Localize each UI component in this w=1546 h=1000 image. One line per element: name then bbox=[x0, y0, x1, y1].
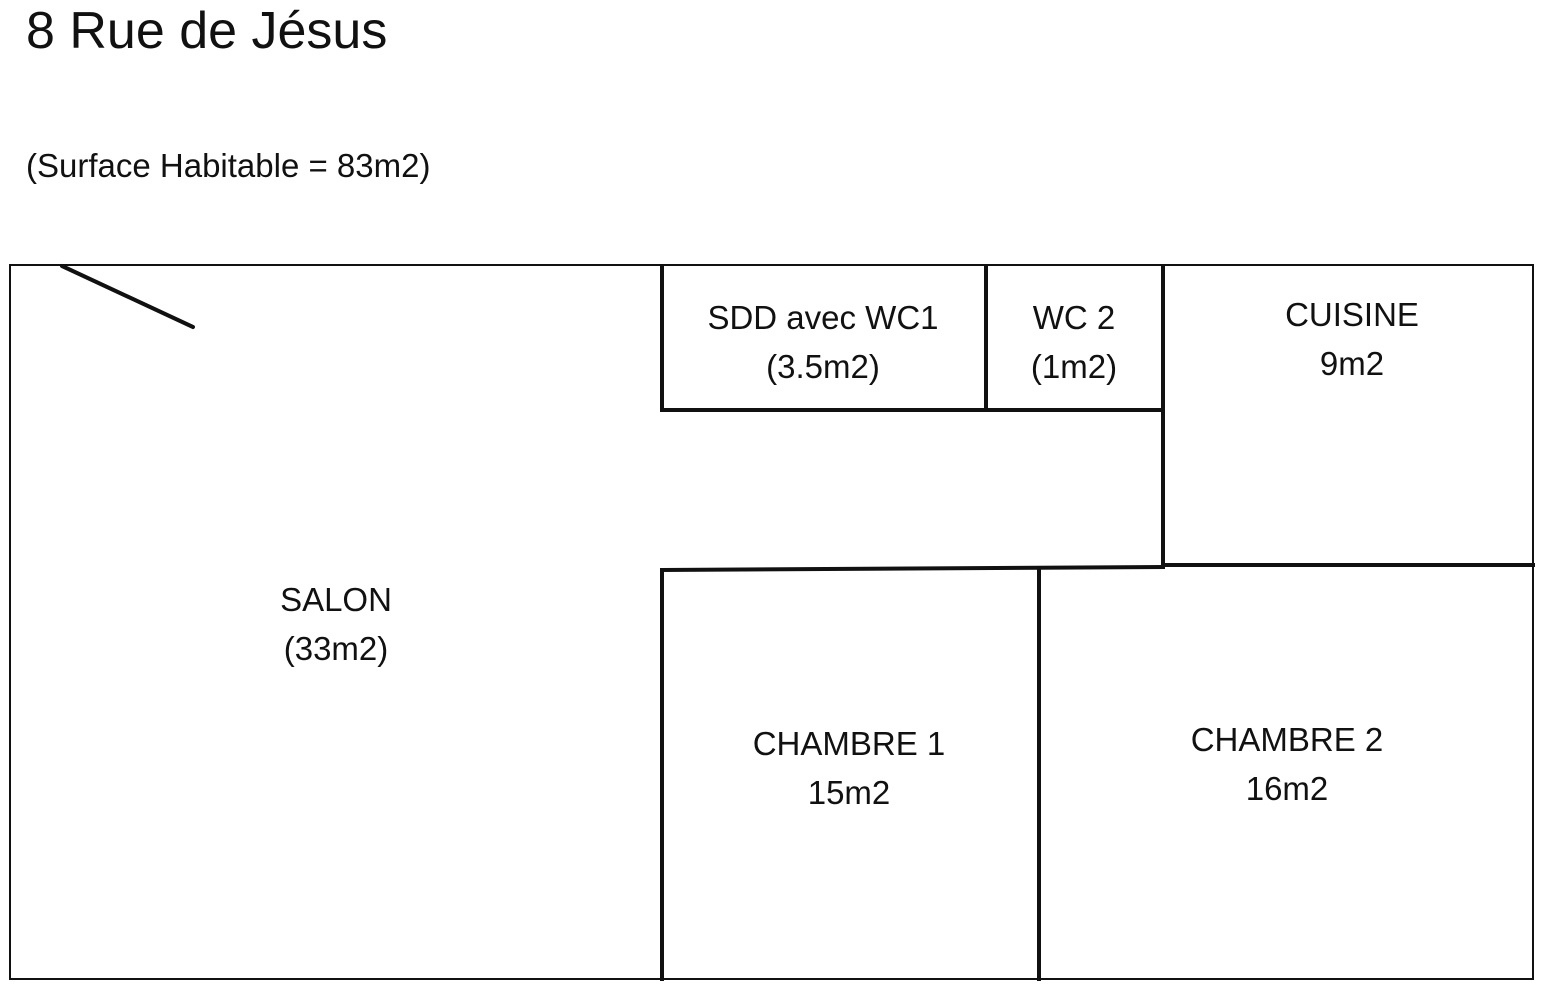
room-salon-area: (33m2) bbox=[283, 630, 389, 667]
room-sdd-area: (3.5m2) bbox=[766, 348, 880, 385]
room-chambre1-name: CHAMBRE 1 bbox=[752, 725, 946, 762]
outer-wall bbox=[9, 264, 1534, 980]
living-area-subtitle: (Surface Habitable = 83m2) bbox=[26, 147, 431, 184]
room-cuisine-area: 9m2 bbox=[1319, 345, 1385, 382]
room-wc2-area: (1m2) bbox=[1030, 348, 1118, 385]
room-sdd: SDD avec WC1 (3.5m2) bbox=[707, 293, 938, 391]
room-salon: SALON (33m2) bbox=[280, 575, 392, 673]
room-wc2-name: WC 2 bbox=[1032, 299, 1116, 336]
room-chambre2: CHAMBRE 2 16m2 bbox=[1191, 715, 1384, 813]
room-sdd-name: SDD avec WC1 bbox=[707, 299, 939, 336]
wall-chambres-top bbox=[659, 564, 1166, 573]
room-salon-name: SALON bbox=[280, 581, 392, 618]
room-cuisine-name: CUISINE bbox=[1285, 296, 1419, 333]
room-chambre1: CHAMBRE 1 15m2 bbox=[753, 719, 946, 817]
room-cuisine: CUISINE 9m2 bbox=[1285, 290, 1419, 388]
plan-title: 8 Rue de Jésus bbox=[26, 2, 388, 60]
room-wc2: WC 2 (1m2) bbox=[1031, 293, 1117, 391]
room-chambre1-area: 15m2 bbox=[807, 774, 891, 811]
door-swing bbox=[60, 264, 195, 329]
room-chambre2-name: CHAMBRE 2 bbox=[1190, 721, 1384, 758]
room-chambre2-area: 16m2 bbox=[1245, 770, 1329, 807]
